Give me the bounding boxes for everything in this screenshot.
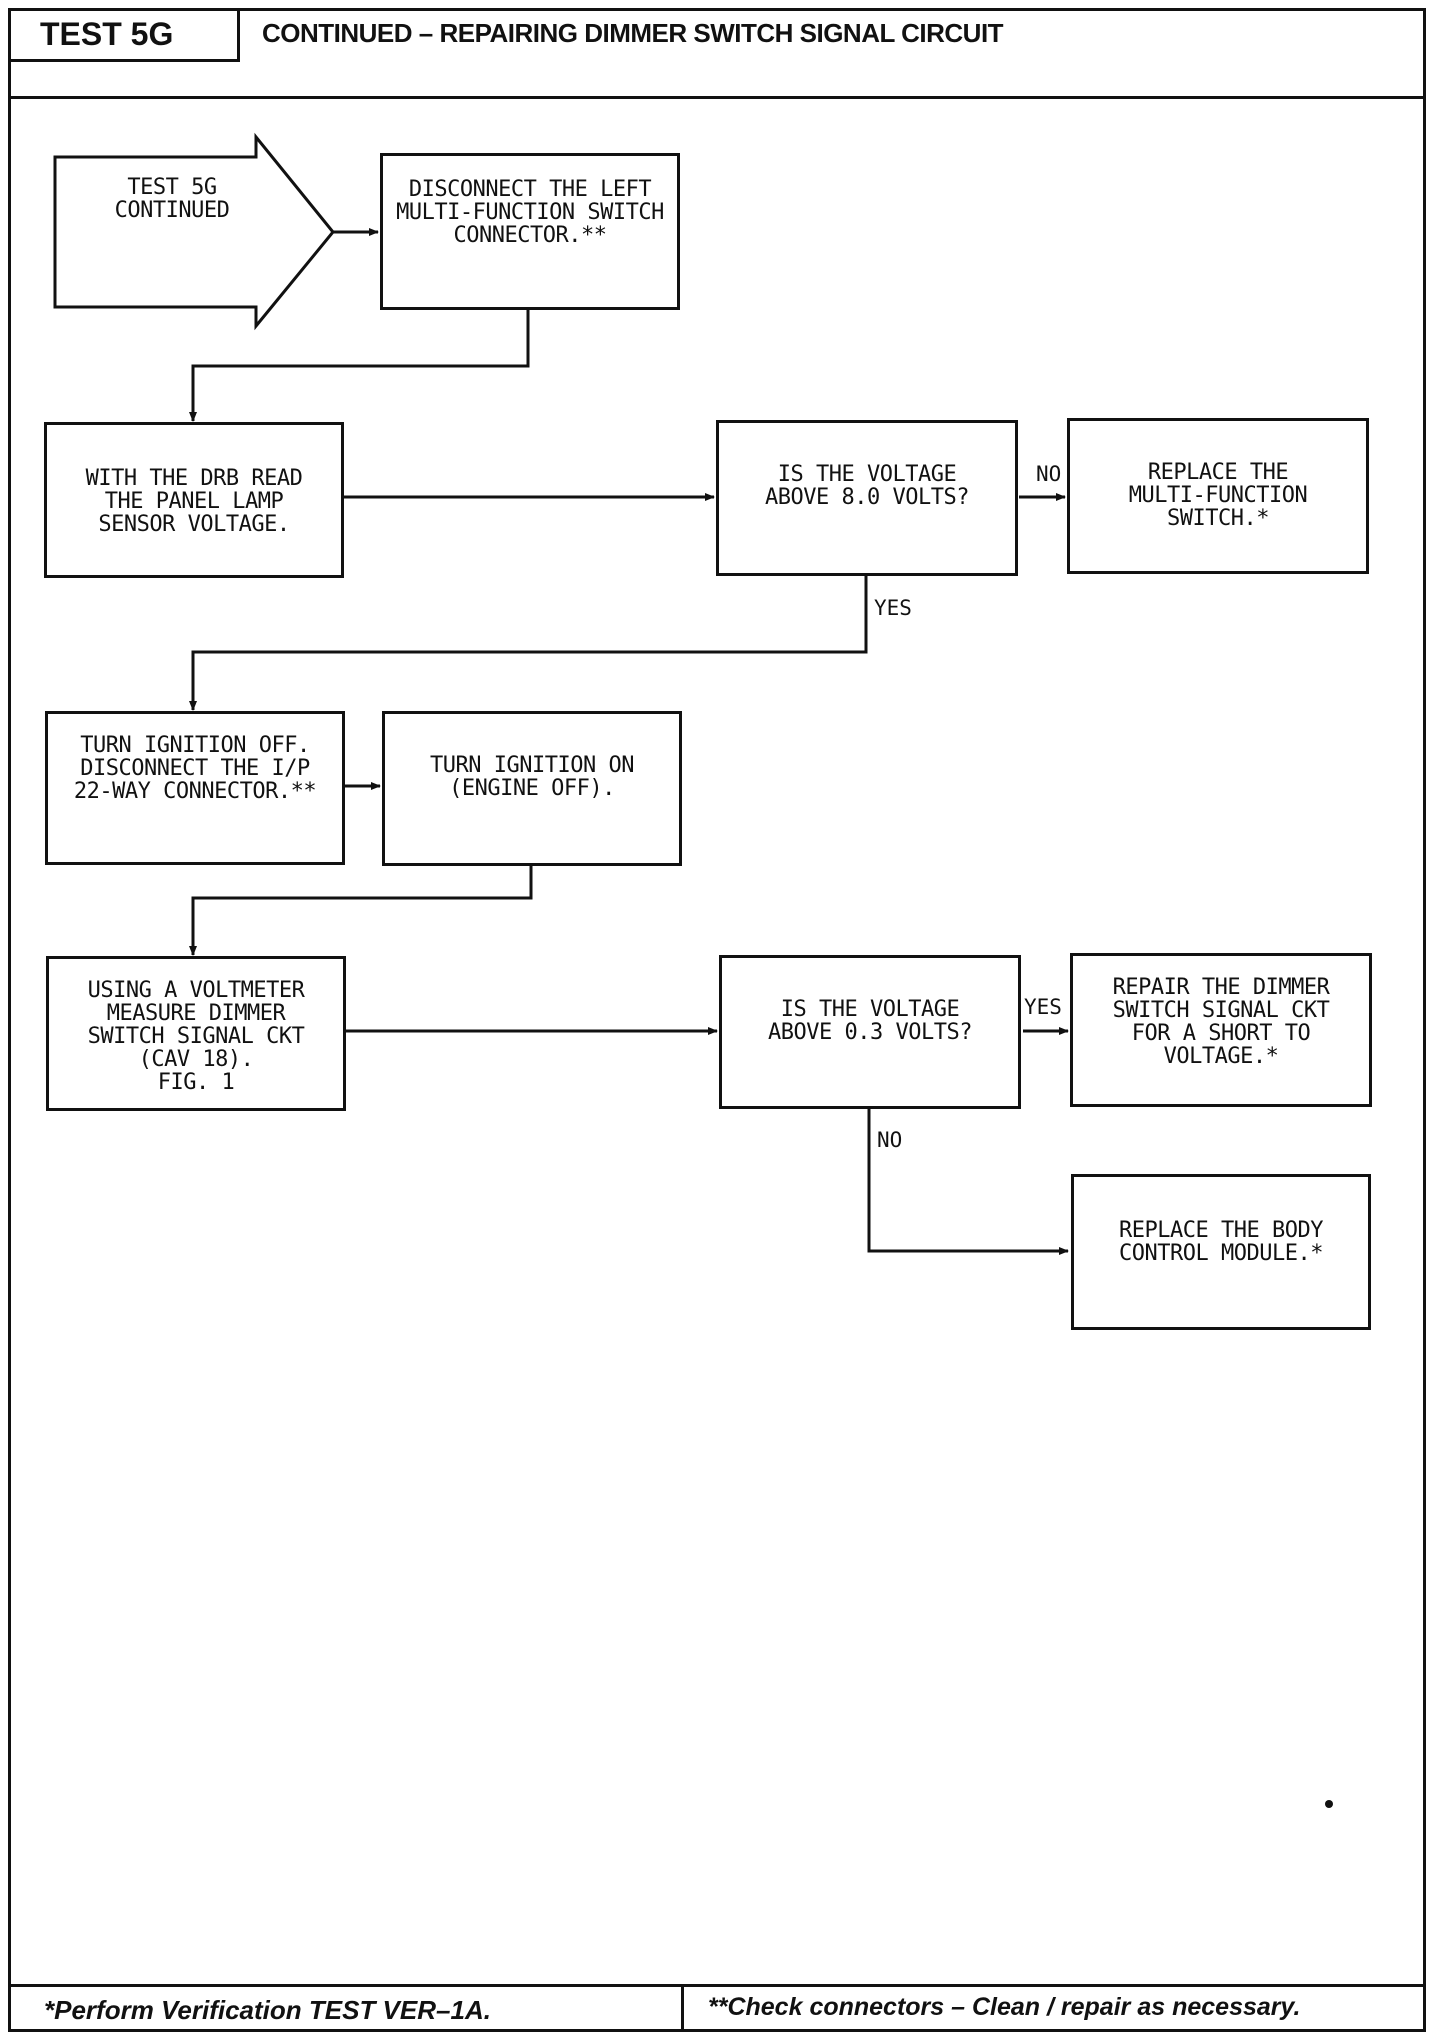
test-id-box bbox=[8, 8, 240, 62]
node-text: REPLACE THE BODY CONTROL MODULE.* bbox=[1119, 1218, 1323, 1266]
node-voltage-above-03: IS THE VOLTAGE ABOVE 0.3 VOLTS? bbox=[719, 955, 1021, 1109]
node-text: IS THE VOLTAGE ABOVE 8.0 VOLTS? bbox=[765, 462, 969, 510]
node-disconnect-left-mfs: DISCONNECT THE LEFT MULTI-FUNCTION SWITC… bbox=[380, 153, 680, 310]
node-text: WITH THE DRB READ THE PANEL LAMP SENSOR … bbox=[85, 466, 303, 537]
node-repair-dimmer-ckt: REPAIR THE DIMMER SWITCH SIGNAL CKT FOR … bbox=[1070, 953, 1372, 1107]
page-border bbox=[8, 8, 1426, 2032]
q1-yes-label: YES bbox=[874, 596, 912, 620]
node-text: USING A VOLTMETER MEASURE DIMMER SWITCH … bbox=[87, 978, 305, 1095]
header-divider bbox=[8, 96, 1426, 99]
edge-q1-yes bbox=[189, 573, 868, 711]
q1-no-label: NO bbox=[1036, 462, 1062, 486]
footer-divider bbox=[8, 1984, 1426, 1987]
node-text: IS THE VOLTAGE ABOVE 0.3 VOLTS? bbox=[768, 997, 972, 1045]
edge-ignon-to-voltmeter bbox=[189, 864, 533, 956]
node-ignition-off-disconnect: TURN IGNITION OFF. DISCONNECT THE I/P 22… bbox=[45, 711, 345, 865]
node-replace-mfs: REPLACE THE MULTI-FUNCTION SWITCH.* bbox=[1067, 418, 1369, 574]
footer-verification-note: *Perform Verification TEST VER–1A. bbox=[44, 1995, 491, 2025]
node-text: REPLACE THE MULTI-FUNCTION SWITCH.* bbox=[1128, 460, 1308, 531]
node-voltmeter-measure: USING A VOLTMETER MEASURE DIMMER SWITCH … bbox=[46, 956, 346, 1111]
node-ignition-on: TURN IGNITION ON (ENGINE OFF). bbox=[382, 711, 682, 866]
stray-dot-mark bbox=[1325, 1800, 1333, 1808]
node-text: TURN IGNITION ON (ENGINE OFF). bbox=[430, 753, 634, 801]
footer-split bbox=[681, 1984, 684, 2032]
page-title: CONTINUED – REPAIRING DIMMER SWITCH SIGN… bbox=[262, 18, 1004, 48]
test-id-label: TEST 5G bbox=[40, 16, 174, 52]
q2-no-label: NO bbox=[877, 1128, 903, 1152]
edge-q2-no bbox=[867, 1108, 1069, 1255]
footer-connector-note: **Check connectors – Clean / repair as n… bbox=[708, 1993, 1301, 2021]
node-voltage-above-8: IS THE VOLTAGE ABOVE 8.0 VOLTS? bbox=[716, 420, 1018, 576]
start-arrow-shape bbox=[53, 132, 335, 331]
node-text: TURN IGNITION OFF. DISCONNECT THE I/P 22… bbox=[73, 733, 317, 804]
edge-disconnect-to-drb bbox=[189, 309, 530, 422]
node-drb-read-voltage: WITH THE DRB READ THE PANEL LAMP SENSOR … bbox=[44, 422, 344, 578]
node-replace-bcm: REPLACE THE BODY CONTROL MODULE.* bbox=[1071, 1174, 1371, 1330]
q2-yes-label: YES bbox=[1024, 995, 1062, 1019]
node-text: REPAIR THE DIMMER SWITCH SIGNAL CKT FOR … bbox=[1112, 975, 1330, 1069]
node-text: DISCONNECT THE LEFT MULTI-FUNCTION SWITC… bbox=[396, 177, 664, 248]
start-node-label: TEST 5G CONTINUED bbox=[114, 175, 230, 223]
